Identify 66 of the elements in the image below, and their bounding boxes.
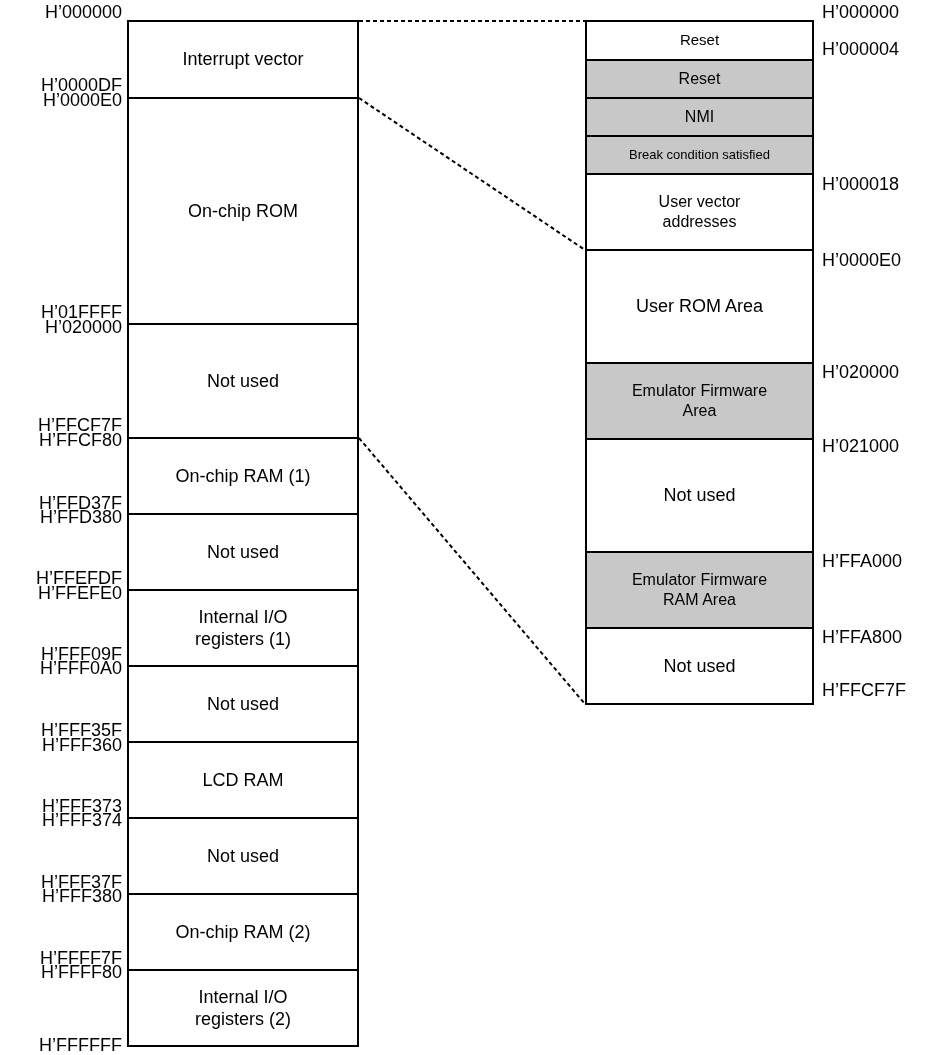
block-label: Internal I/O registers (2) xyxy=(194,985,292,1031)
memory-block xyxy=(127,817,359,895)
block-label: Reset xyxy=(678,31,721,50)
memory-block xyxy=(585,438,814,553)
memory-block xyxy=(127,20,359,99)
address-label: H’000018 xyxy=(822,175,900,193)
memory-block xyxy=(127,665,359,743)
address-label: H’020000 xyxy=(44,318,122,336)
memory-block xyxy=(585,135,814,175)
block-label: Not used xyxy=(205,540,280,564)
block-label: On-chip RAM (1) xyxy=(174,464,312,488)
projection-line xyxy=(358,97,586,251)
memory-block xyxy=(585,97,814,137)
memory-block xyxy=(585,362,814,440)
block-label: Emulator Firmware RAM Area xyxy=(630,570,769,610)
address-label: H’000000 xyxy=(822,3,900,21)
block-label: Interrupt vector xyxy=(181,48,305,71)
memory-block xyxy=(127,97,359,325)
projection-line xyxy=(358,437,586,705)
block-label: User vector addresses xyxy=(657,192,742,232)
memory-block xyxy=(127,589,359,667)
memory-block xyxy=(127,513,359,591)
address-label: H’FFA800 xyxy=(822,628,903,646)
address-label: H’FFCF7F xyxy=(38,416,122,434)
address-label: H’FFCF7F xyxy=(822,681,906,699)
block-label: Internal I/O registers (1) xyxy=(194,605,292,651)
address-label: H’FFFFFF xyxy=(39,1036,122,1054)
block-label: Not used xyxy=(205,844,280,868)
memory-block xyxy=(127,741,359,819)
memory-block xyxy=(127,969,359,1047)
memory-block xyxy=(585,20,814,61)
memory-block xyxy=(127,437,359,515)
address-label: H’FFEFE0 xyxy=(38,584,122,602)
address-label: H’0000E0 xyxy=(42,91,122,109)
block-label: Not used xyxy=(662,654,737,678)
address-label: H’020000 xyxy=(822,363,900,381)
block-label: Not used xyxy=(205,369,280,393)
block-label: Break condition satisfied xyxy=(628,146,771,164)
block-label: LCD RAM xyxy=(201,768,285,792)
address-label: H’000004 xyxy=(822,40,900,58)
memory-block xyxy=(127,893,359,971)
address-label: H’021000 xyxy=(822,437,900,455)
block-label: Emulator Firmware Area xyxy=(630,381,769,421)
address-label: H’FFF35F xyxy=(41,721,122,739)
memory-block xyxy=(585,249,814,364)
address-label: H’01FFFF xyxy=(41,303,122,321)
address-label: H’0000DF xyxy=(40,76,122,94)
block-label: Not used xyxy=(662,484,737,507)
memory-block xyxy=(585,173,814,251)
block-label: Not used xyxy=(205,692,280,716)
memory-block xyxy=(585,627,814,705)
address-label: H’FFEFDF xyxy=(36,569,122,587)
projection-line xyxy=(358,20,586,22)
memory-block xyxy=(585,59,814,99)
address-label: H’FFCF80 xyxy=(39,431,122,449)
address-label: H’0000E0 xyxy=(822,251,902,269)
block-label: User ROM Area xyxy=(635,295,764,318)
block-label: Reset xyxy=(677,69,722,89)
address-label: H’000000 xyxy=(44,3,122,21)
address-label: H’FFF360 xyxy=(42,736,122,754)
block-label: NMI xyxy=(683,107,716,127)
block-label: On-chip RAM (2) xyxy=(174,920,312,944)
memory-block xyxy=(127,323,359,439)
memory-block xyxy=(585,551,814,629)
address-label: H’FFA000 xyxy=(822,552,903,570)
block-label: On-chip ROM xyxy=(187,199,299,223)
